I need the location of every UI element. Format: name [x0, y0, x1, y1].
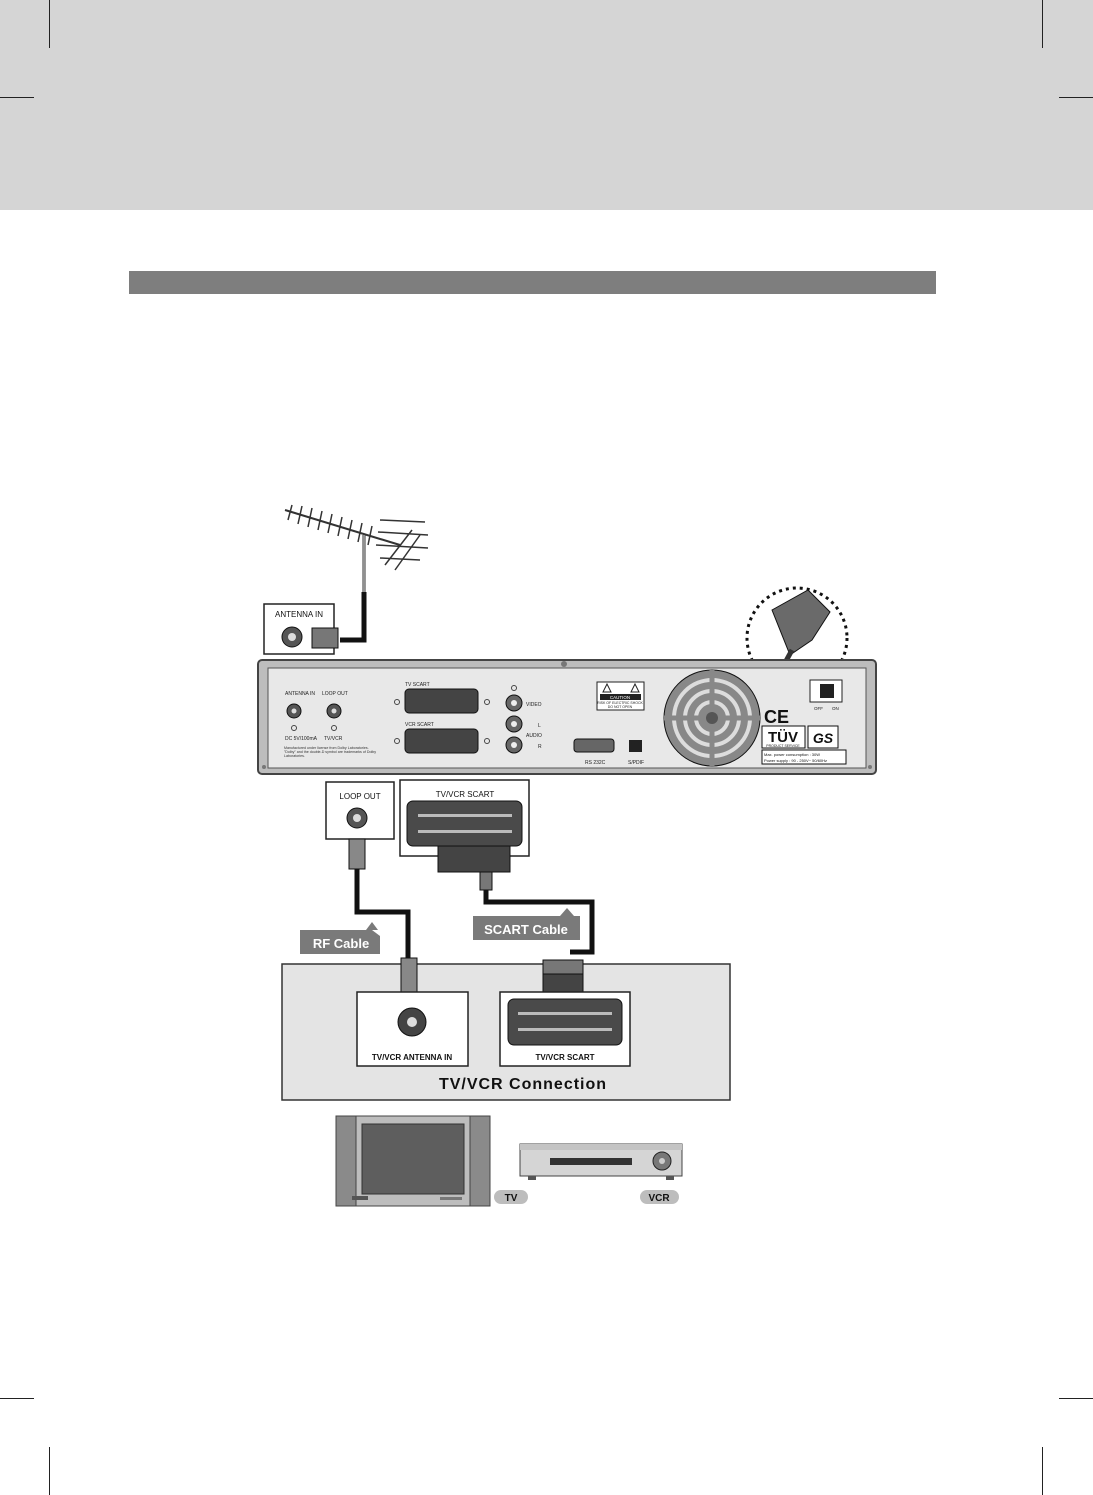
crop-mark	[49, 0, 50, 48]
scart-plug-top-neck	[479, 871, 493, 891]
panel-audio-r-label: R	[538, 744, 542, 750]
tv-icon	[335, 1115, 491, 1207]
connection-title: TV/VCR Connection	[439, 1076, 607, 1093]
power-spec-1: Max. power consumption : 30W	[764, 752, 820, 757]
power-spec-2: Power supply : 90 - 250V~ 50/60Hz	[764, 758, 827, 763]
panel-tv-scart-label: TV SCART	[405, 682, 430, 688]
tv-vcr-antenna-in-label: TV/VCR ANTENNA IN	[372, 1053, 453, 1062]
crop-mark	[49, 1447, 50, 1495]
rf-cable-label: RF Cable	[313, 936, 369, 951]
antenna-in-callout: ANTENNA IN	[263, 603, 339, 655]
tv-tag: TV	[494, 1190, 528, 1204]
panel-off-label: OFF	[814, 706, 823, 711]
scart-plug-top	[437, 845, 511, 873]
panel-tvvcr-label: TV/VCR	[324, 736, 343, 742]
panel-audio-label: AUDIO	[526, 733, 542, 739]
crop-mark	[0, 1398, 34, 1399]
header-band	[0, 0, 1093, 210]
antenna-cable	[340, 592, 367, 643]
panel-rs232c-label: RS 232C	[585, 760, 606, 766]
panel-video-label: VIDEO	[526, 702, 542, 708]
panel-on-label: ON	[832, 706, 839, 711]
receiver-rear-panel: ANTENNA IN LOOP OUT DC 5V/100mA TV/VCR M…	[257, 659, 877, 775]
vcr-tag: VCR	[640, 1190, 679, 1204]
crop-mark	[1042, 0, 1043, 48]
section-title-bar	[129, 271, 936, 294]
fan-grille-icon	[663, 669, 761, 767]
rf-cable	[354, 869, 411, 958]
caution-sub2: DO NOT OPEN	[608, 705, 633, 709]
crop-mark	[1059, 1398, 1093, 1399]
caution-title: CAUTION	[610, 695, 630, 700]
gs-mark: GS	[813, 730, 834, 746]
crop-mark	[0, 97, 34, 98]
panel-vcr-scart-label: VCR SCART	[405, 722, 434, 728]
vcr-label: VCR	[648, 1193, 670, 1204]
crop-mark	[1042, 1447, 1043, 1495]
callout-antenna-label: ANTENNA IN	[275, 610, 323, 619]
antenna-icon	[284, 504, 429, 592]
tuv-sub: PRODUCT SERVICE	[766, 744, 800, 748]
callout-loop-out-label: LOOP OUT	[339, 792, 380, 801]
scart-cable-label: SCART Cable	[484, 922, 568, 937]
panel-antenna-in-label: ANTENNA IN	[285, 691, 315, 697]
rf-plug-top	[348, 838, 366, 870]
tv-vcr-connection-box: TV/VCR ANTENNA IN TV/VCR SCART TV/VCR Co…	[281, 957, 731, 1101]
tv-vcr-scart-label: TV/VCR SCART	[535, 1053, 594, 1062]
vcr-icon	[519, 1143, 683, 1180]
tuv-mark: TÜV	[768, 729, 798, 746]
caution-sub1: RISK OF ELECTRIC SHOCK	[597, 701, 643, 705]
caution-label: CAUTION RISK OF ELECTRIC SHOCK DO NOT OP…	[596, 681, 645, 711]
ce-mark: CE	[764, 707, 789, 727]
tv-vcr-scart-callout: TV/VCR SCART	[399, 779, 530, 857]
rf-cable-tag: RF Cable	[300, 922, 380, 954]
tv-label: TV	[505, 1193, 518, 1204]
callout-scart-label: TV/VCR SCART	[436, 790, 495, 799]
crop-mark	[1059, 97, 1093, 98]
panel-loop-out-label: LOOP OUT	[322, 691, 348, 697]
panel-spdif-label: S/PDIF	[628, 760, 644, 766]
panel-dc-label: DC 5V/100mA	[285, 736, 318, 742]
panel-audio-l-label: L	[538, 723, 541, 729]
panel-dolby-text: Manufactured under license from Dolby La…	[284, 746, 377, 759]
loop-out-callout: LOOP OUT	[325, 781, 395, 840]
scart-cable	[483, 890, 595, 955]
scart-cable-tag: SCART Cable	[473, 908, 580, 940]
